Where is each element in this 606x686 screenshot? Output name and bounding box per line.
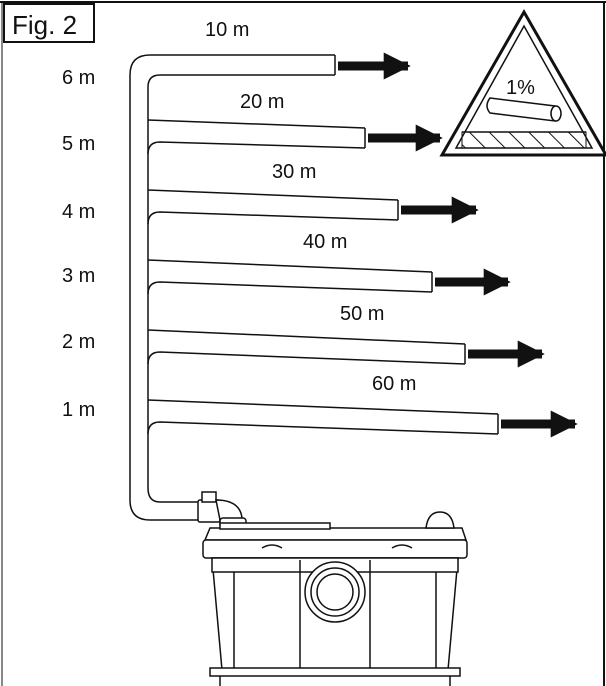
height-label-3m: 3 m [62,265,95,287]
distance-label-50m: 50 m [340,303,384,325]
lifting-station-icon [202,511,468,686]
distance-label-40m: 40 m [303,231,347,253]
distance-label-30m: 30 m [272,161,316,183]
figure-label-box [3,3,95,43]
pipe-30m [147,189,399,225]
distance-label-60m: 60 m [372,373,416,395]
pipe-50m [147,329,466,365]
pipe-60m [147,399,499,435]
height-label-2m: 2 m [62,331,95,353]
height-label-5m: 5 m [62,133,95,155]
height-label-4m: 4 m [62,201,95,223]
pipe-10m [129,54,336,521]
distance-label-10m: 10 m [205,19,249,41]
slope-pipe-icon [486,97,562,122]
warning-triangle-icon: 1% [439,8,606,157]
figure-label: Fig. 2 [12,10,77,40]
slope-label: 1% [506,77,535,99]
distance-label-20m: 20 m [240,91,284,113]
height-label-6m: 6 m [62,67,95,89]
height-label-1m: 1 m [62,399,95,421]
pipe-20m [147,119,366,155]
pipe-40m [147,259,433,295]
